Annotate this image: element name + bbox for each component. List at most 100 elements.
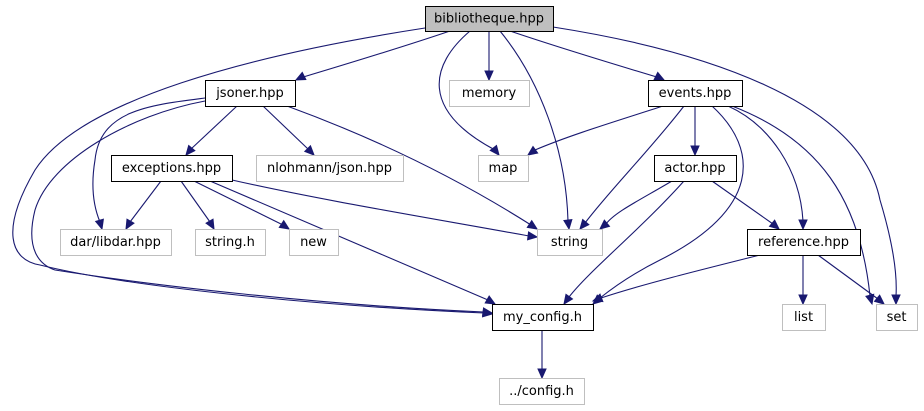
node-box [289,229,339,256]
edge-line [180,180,211,223]
node-box [256,155,404,182]
arrowhead-icon [526,231,539,241]
node-label: nlohmann/json.hpp [267,161,392,176]
edge-bibliotheque-to-myconfig [12,27,494,318]
edge-jsoner-to-myconfig [31,100,494,317]
edge-line [299,30,451,79]
arrowhead-icon [537,368,547,380]
arrowhead-icon [798,294,808,306]
arrowhead-icon [891,294,901,306]
node-label: reference.hpp [758,235,849,250]
node-box [876,304,918,331]
edge-line [731,105,871,297]
edge-line [584,105,685,224]
node-box [499,378,585,405]
node-box [111,155,233,182]
arrowhead-icon [489,144,500,156]
node-label: set [887,310,907,325]
node-label: string.h [205,235,255,250]
node-config: ../config.h [499,378,585,405]
edge-reference-to-list [798,255,808,306]
arrowhead-icon [599,219,611,230]
arrowhead-icon [481,307,494,317]
node-label: bibliotheque.hpp [434,12,544,27]
edge-line [31,100,485,313]
node-box [648,80,743,107]
node-jsoner[interactable]: jsoner.hpp [205,80,296,107]
node-myconfig[interactable]: my_config.h [492,304,594,331]
arrowhead-icon [798,219,808,231]
edge-line [727,105,804,222]
edge-jsoner-to-libdar [92,97,206,231]
node-label: map [489,161,518,176]
edge-line [262,105,309,150]
edges-layer [12,26,901,380]
node-label: memory [462,86,517,101]
edge-line [231,179,530,237]
node-set: set [876,304,918,331]
edge-line [499,30,569,222]
edge-line [534,105,664,151]
edge-events-to-actor [690,106,700,157]
node-actor[interactable]: actor.hpp [654,155,737,182]
edge-actor-to-myconfig [563,180,685,306]
arrowhead-icon [303,144,315,156]
node-label: list [794,310,813,325]
edge-jsoner-to-exceptions [185,105,238,156]
edge-actor-to-string [599,180,673,230]
edge-bibliotheque-to-events [509,30,666,81]
arrowhead-icon [125,218,135,231]
edge-line [509,30,661,79]
edge-exceptions-to-new [193,180,291,230]
edge-events-to-myconfig [592,105,744,305]
node-box [60,229,172,256]
edge-line [552,26,897,297]
node-string: string [537,229,603,256]
node-reference[interactable]: reference.hpp [747,229,861,256]
edge-line [286,105,532,226]
node-new: new [289,229,339,256]
node-label: new [300,235,327,250]
arrowhead-icon [94,218,104,231]
edge-events-to-map [526,105,664,156]
edge-bibliotheque-to-set [552,26,901,306]
arrowhead-icon [873,294,885,305]
node-box [425,6,554,32]
node-events[interactable]: events.hpp [648,80,743,107]
edge-line [190,105,238,150]
node-map: map [478,155,529,182]
edge-line [568,180,685,298]
node-libdar: dar/libdar.hpp [60,229,172,256]
edge-exceptions-to-stringh [180,180,215,231]
edge-exceptions-to-myconfig [209,180,497,305]
node-label: ../config.h [509,384,574,399]
node-box [654,155,737,182]
edge-bibliotheque-to-memory [484,31,494,82]
node-nlohmann: nlohmann/json.hpp [256,155,404,182]
node-bibliotheque[interactable]: bibliotheque.hpp [425,6,554,32]
edge-exceptions-to-libdar [125,180,162,231]
node-label: jsoner.hpp [215,86,284,101]
node-box [782,304,826,331]
edge-jsoner-to-nlohmann [262,105,315,156]
arrowhead-icon [579,218,590,230]
edge-bibliotheque-to-map [438,30,500,156]
edge-line [605,180,673,225]
node-label: dar/libdar.hpp [70,235,161,250]
node-box [747,229,861,256]
arrowhead-icon [768,219,780,230]
nodes-layer: bibliotheque.hpp jsoner.hpp memory events.h… [60,6,918,405]
node-exceptions[interactable]: exceptions.hpp [111,155,233,182]
node-stringh: string.h [195,229,266,256]
node-label: actor.hpp [664,161,725,176]
arrowhead-icon [185,144,196,156]
node-box [478,155,529,182]
arrowhead-icon [653,71,666,81]
node-label: exceptions.hpp [122,161,221,176]
arrowhead-icon [563,293,574,306]
edge-line [209,180,489,301]
arrowhead-icon [484,70,494,82]
node-label: events.hpp [659,86,732,101]
edge-jsoner-to-string [286,105,539,230]
